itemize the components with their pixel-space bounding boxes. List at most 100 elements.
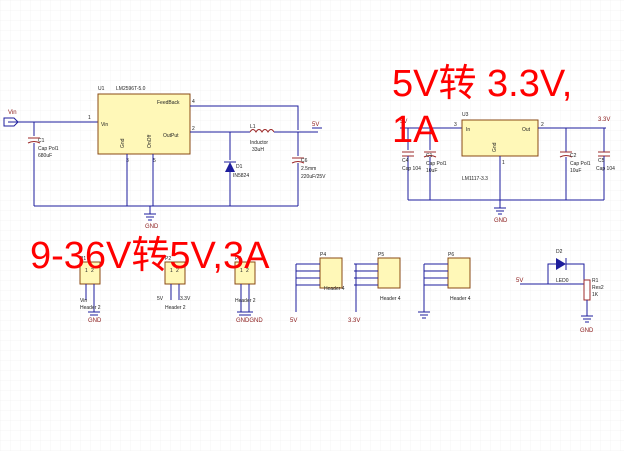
u1-gnd-symbol: [144, 206, 156, 221]
p3-gnd: GNDGND: [236, 318, 263, 324]
p1-ref: P1: [80, 256, 86, 262]
led-net: 5V: [516, 278, 523, 284]
title-3v3-line1: 5V转 3.3V,: [392, 63, 572, 105]
p2-net2: 3.3V: [180, 296, 191, 302]
header2-p2: P2 1 2 5V 3.3V Header 2: [157, 256, 191, 311]
p1-label: Header 2: [80, 305, 101, 311]
v5-net-label: 5V: [312, 122, 319, 128]
p2-label: Header 2: [165, 305, 186, 311]
title-3v3-line2: 1A: [392, 109, 439, 151]
u3-pin-in: In: [466, 127, 470, 133]
u3-lm1117-chip: [461, 119, 539, 157]
c2-ref: C2: [570, 153, 577, 159]
d1-schottky-diode: D1 IN5824: [224, 132, 249, 206]
u1-pin-vin: Vin: [101, 122, 108, 128]
u3-part: LM1117-3.3: [462, 176, 488, 182]
c2-val1: Cap Pol1: [570, 161, 591, 167]
u1-pin-num-4: 4: [192, 99, 195, 105]
led-diode-icon: [556, 258, 566, 270]
d1-ref: D1: [236, 164, 243, 170]
u1-lm2596-chip: [97, 93, 191, 155]
c4-ref: C4: [402, 158, 409, 164]
c1-input-capacitor: C1 Cap Pol1 680uF: [27, 137, 59, 206]
c6-ref: C6: [301, 158, 308, 164]
p2-pin-1: 1: [170, 268, 173, 274]
p2-net: 5V: [157, 296, 164, 302]
lm1117-block: 5V U3 In Out Gnd 3 2 1 LM1117-3.3 3.3V C…: [400, 112, 615, 224]
u1-pin-output: OutPut: [163, 133, 179, 139]
u1-pin-num-1: 1: [88, 115, 91, 121]
p1-pin-2: 2: [91, 268, 94, 274]
led-ref: D2: [556, 249, 563, 255]
r1-val1: Res2: [592, 285, 604, 291]
p6-ref: P6: [448, 252, 454, 258]
u3-pin-num-2: 2: [541, 122, 544, 128]
r1-val2: 1K: [592, 292, 599, 298]
u3-pin-num-1: 1: [502, 160, 505, 166]
c2-capacitor: C2 Cap Pol1 10uF: [559, 151, 591, 200]
d1-value: IN5824: [233, 173, 249, 179]
l1-value2: 33uH: [252, 147, 264, 153]
u3-gnd-label: GND: [494, 218, 508, 224]
p3-label: Header 2: [235, 298, 256, 304]
p1-net: Vin: [80, 298, 87, 304]
c6-output-capacitor: C6 2.5mm 220uF/25V: [291, 132, 326, 206]
l1-value1: Inductor: [250, 140, 268, 146]
l1-ref: L1: [250, 124, 256, 130]
u3-ref: U3: [462, 112, 469, 118]
c5-capacitor: C5 Cap 104: [596, 151, 615, 200]
p2-ref: P2: [165, 256, 171, 262]
c2-val2: 10uF: [570, 168, 581, 174]
led-indicator: D2 5V LED0 R1 Res2 1K GND: [516, 249, 604, 334]
l1-inductor: [249, 129, 275, 133]
p4-net: 5V: [290, 318, 297, 324]
p6-label: Header 4: [450, 296, 471, 302]
header4-p5: P5 Header 4 3.3V: [348, 252, 401, 324]
u3-in-net: 5V: [400, 119, 407, 125]
u1-gnd-label: GND: [145, 224, 159, 230]
p3-ref: P3: [235, 256, 241, 262]
r1-ref: R1: [592, 278, 599, 284]
header4-p6: P6 Header 4: [418, 252, 471, 319]
p3-pin-1: 1: [240, 268, 243, 274]
c6-value2: 220uF/25V: [301, 174, 326, 180]
c4-val: Cap 104: [402, 166, 421, 172]
p5-net: 3.3V: [348, 318, 360, 324]
header2-p3: P3 1 2 Header 2 GNDGND: [234, 256, 263, 324]
u3-pin-gnd: Gnd: [492, 142, 498, 152]
u3-pin-num-3: 3: [454, 122, 457, 128]
c5-ref: C5: [598, 158, 605, 164]
c1b-val2: 10uF: [426, 168, 437, 174]
u1-part: LM2596T-5.0: [116, 86, 146, 92]
header4-p4: P4 Header 4 5V: [290, 252, 345, 324]
led-gnd: GND: [580, 328, 594, 334]
u1-pin-feedback: FeedBack: [157, 100, 180, 106]
u3-gnd-symbol: [494, 200, 506, 215]
p4-ref: P4: [320, 252, 326, 258]
c1-value2: 680uF: [38, 153, 52, 159]
header2-p1: P1 1 2 Vin Header 2 GND: [79, 256, 102, 324]
vin-port: [3, 117, 19, 127]
vin-net-label: Vin: [8, 110, 17, 116]
c4-capacitor: C4 Cap 104: [402, 151, 421, 200]
c1-3v3-capacitor: C1 Cap Pol1 10uF: [423, 151, 447, 200]
p2-pin-2: 2: [176, 268, 179, 274]
p1-pin-1: 1: [85, 268, 88, 274]
u3-pin-out: Out: [522, 127, 531, 133]
u1-pin-gnd: Gnd: [120, 138, 126, 148]
c1b-ref: C1: [426, 153, 433, 159]
title-5v: 9-36V转5V,3A: [30, 235, 270, 277]
p4-label: Header 4: [324, 286, 345, 292]
led-part: LED0: [556, 278, 569, 284]
c5-val: Cap 104: [596, 166, 615, 172]
p5-label: Header 4: [380, 296, 401, 302]
c1-ref: C1: [38, 138, 45, 144]
u1-ref: U1: [98, 86, 105, 92]
c6-value3: 2.5mm: [301, 166, 316, 172]
lm2596-block: Vin C1 Cap Pol1 680uF U1 LM2596T-5.0 Vin…: [3, 86, 326, 230]
c1b-val1: Cap Pol1: [426, 161, 447, 167]
p3-pin-2: 2: [246, 268, 249, 274]
